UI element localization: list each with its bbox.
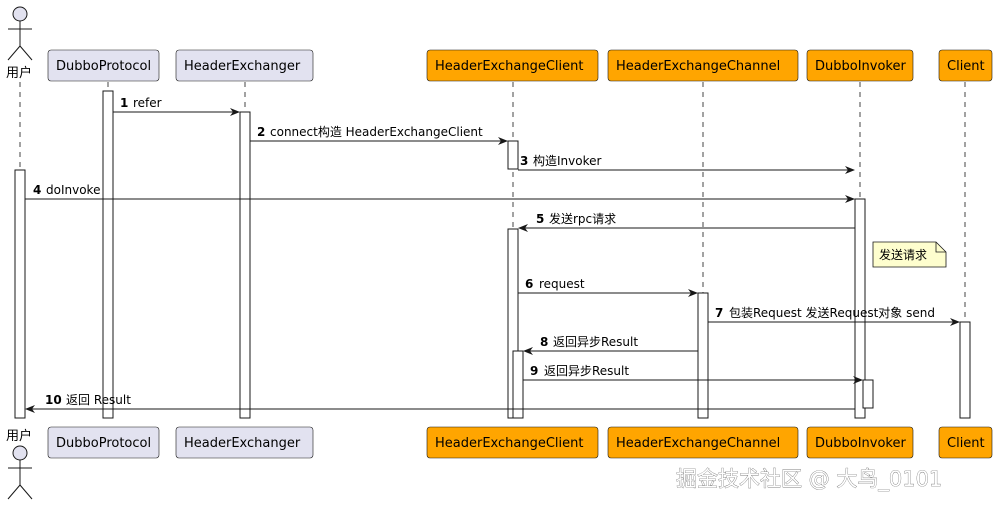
activation-invoker [854, 198, 866, 419]
note: 发送请求 [872, 241, 947, 268]
activation-protocol [102, 90, 114, 419]
actor-user-top: 用户 [6, 6, 33, 81]
message-number-4: 4 [33, 183, 41, 197]
participant-netclient-top: Client [938, 49, 993, 82]
participant-label: HeaderExchangeClient [435, 436, 584, 451]
note-fold [935, 242, 946, 253]
participant-label: DubboProtocol [56, 59, 151, 74]
message-label-5: 发送rpc请求 [549, 211, 616, 226]
message-number-7: 7 [715, 306, 723, 320]
participant-box [47, 426, 160, 459]
watermark: 掘金技术社区 @ 大鸟_0101 [676, 467, 942, 492]
participant-channel-bottom: HeaderExchangeChannel [607, 426, 799, 459]
message-number-9: 9 [530, 364, 538, 378]
participant-label: HeaderExchangeClient [435, 59, 584, 74]
message-label-2: connect构造 HeaderExchangeClient [270, 124, 483, 139]
participant-box [607, 49, 799, 82]
note-text: 发送请求 [879, 247, 927, 262]
participant-label: Client [947, 59, 985, 74]
participant-box [426, 49, 599, 82]
message-number-5: 5 [536, 212, 544, 226]
participants-top: 用户 DubboProtocol HeaderExchanger HeaderE… [6, 6, 993, 82]
lifelines [19, 82, 966, 422]
participant-label: DubboProtocol [56, 436, 151, 451]
actor-leg-right-line [19, 484, 33, 500]
participant-client-top: HeaderExchangeClient [426, 49, 599, 82]
participant-box [175, 426, 314, 459]
message-number-8: 8 [540, 335, 548, 349]
activations [14, 90, 971, 419]
participant-client-bottom: HeaderExchangeClient [426, 426, 599, 459]
participant-label: HeaderExchangeChannel [616, 59, 780, 74]
participant-netclient-bottom: Client [938, 426, 993, 459]
message-number-3: 3 [520, 154, 528, 168]
participant-box [938, 49, 993, 82]
participant-label: HeaderExchanger [184, 436, 301, 451]
participant-box [806, 49, 914, 82]
actor-leg-left-line [7, 484, 21, 500]
actor-label: 用户 [6, 65, 32, 81]
activation-channel [697, 292, 709, 419]
message-label-8: 返回异步Result [553, 335, 638, 349]
participant-label: DubboInvoker [815, 59, 906, 74]
participant-protocol-top: DubboProtocol [47, 49, 160, 82]
message-label-1: refer [133, 96, 162, 110]
activation-client-result [512, 350, 524, 419]
participant-invoker-top: DubboInvoker [806, 49, 914, 82]
participant-box [938, 426, 993, 459]
participant-label: DubboInvoker [815, 436, 906, 451]
actor-label: 用户 [6, 428, 32, 444]
participant-box [175, 49, 314, 82]
actor-leg-left-line [7, 45, 21, 61]
participant-exchanger-bottom: HeaderExchanger [175, 426, 314, 459]
note-shape [872, 241, 947, 268]
message-label-6: request [539, 277, 585, 291]
actor-head-icon [12, 6, 28, 22]
message-label-7: 包装Request 发送Request对象 send [729, 305, 935, 320]
actor-user-bottom: 用户 [6, 428, 33, 500]
participant-box [426, 426, 599, 459]
participant-invoker-bottom: DubboInvoker [806, 426, 914, 459]
activation-user [14, 169, 26, 419]
participant-protocol-bottom: DubboProtocol [47, 426, 160, 459]
message-number-1: 1 [120, 96, 128, 110]
participant-label: HeaderExchangeChannel [616, 436, 780, 451]
activation-exchanger [239, 111, 251, 419]
participant-box [47, 49, 160, 82]
participant-label: HeaderExchanger [184, 59, 301, 74]
actor-head-icon [12, 445, 28, 461]
activation-netclient [959, 321, 971, 419]
participant-label: Client [947, 436, 985, 451]
message-number-6: 6 [525, 277, 533, 291]
actor-leg-right-line [19, 45, 33, 61]
participant-box [806, 426, 914, 459]
activation-client-connect [507, 140, 519, 170]
message-label-4: doInvoke [46, 183, 100, 197]
activation-invoker-result [862, 379, 874, 409]
participant-exchanger-top: HeaderExchanger [175, 49, 314, 82]
message-label-10: 返回 Result [66, 393, 131, 407]
participant-channel-top: HeaderExchangeChannel [607, 49, 799, 82]
message-label-3: 构造Invoker [533, 153, 601, 168]
message-label-9: 返回异步Result [544, 364, 629, 378]
participants-bottom: 用户 DubboProtocol HeaderExchanger HeaderE… [6, 426, 993, 500]
message-number-2: 2 [257, 125, 265, 139]
participant-box [607, 426, 799, 459]
message-number-10: 10 [45, 393, 62, 407]
messages: 1 refer 2 connect构造 HeaderExchangeClient… [25, 96, 960, 413]
